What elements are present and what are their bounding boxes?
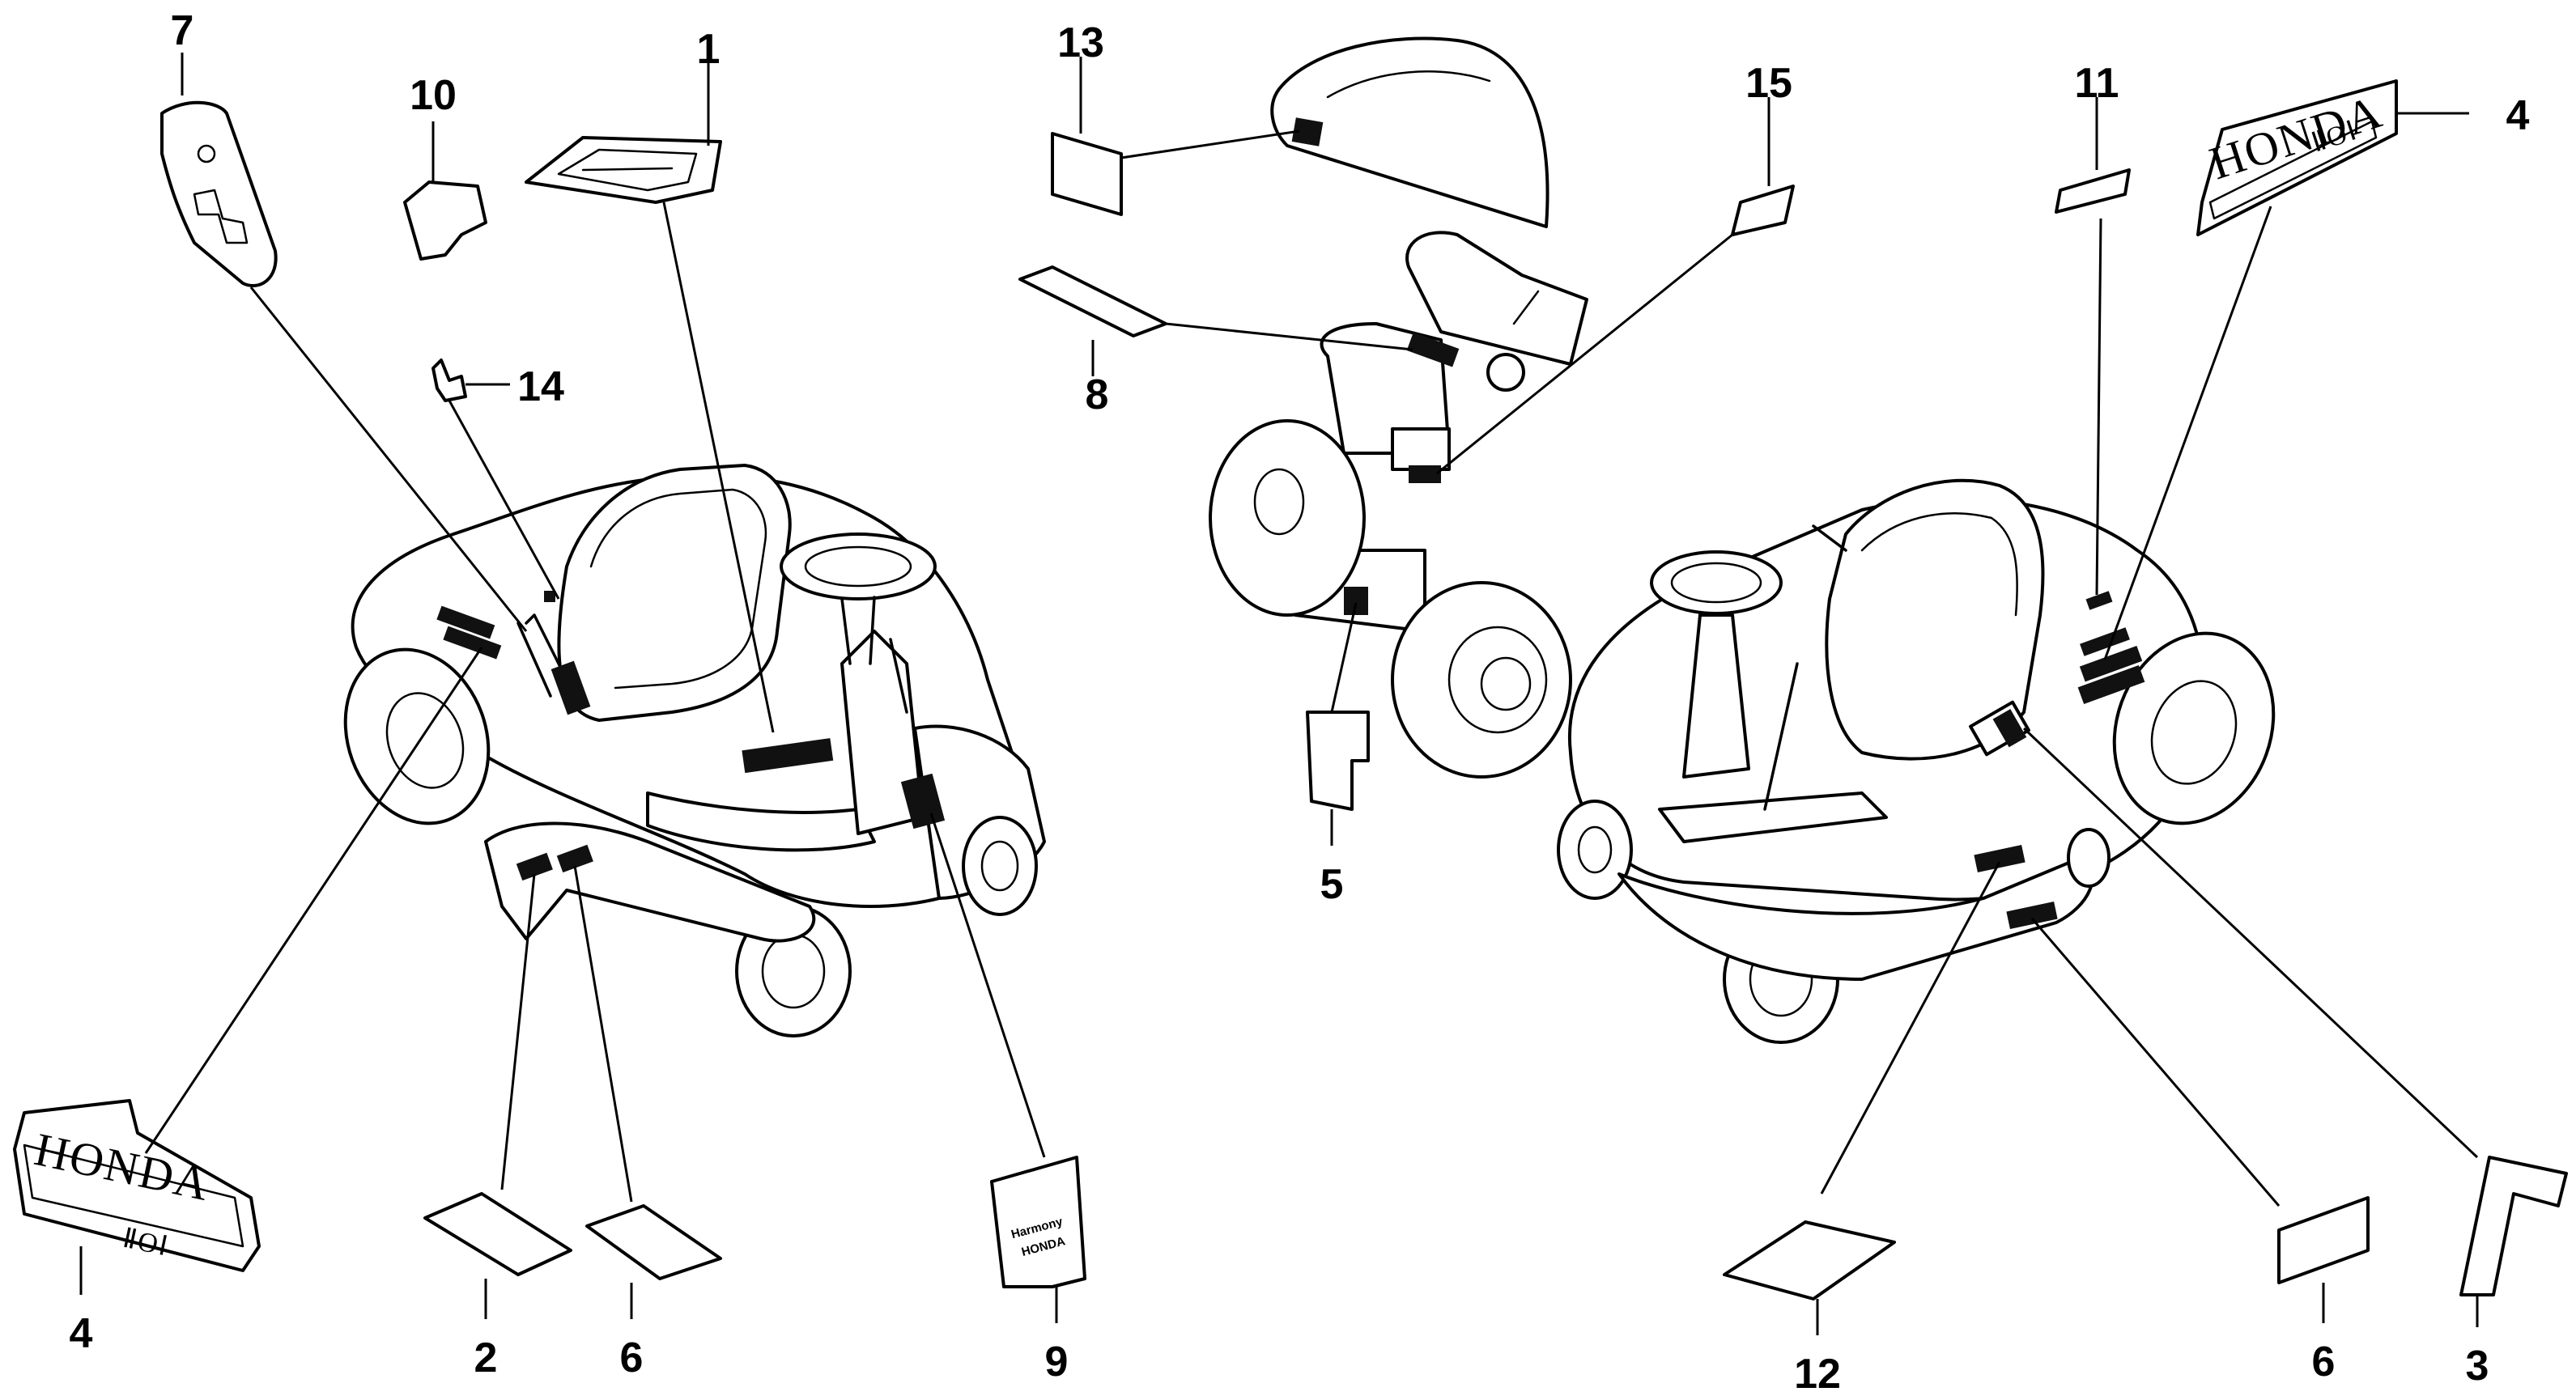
- part-12-decal: [1723, 1220, 1896, 1301]
- callout-8: 8: [1086, 371, 1109, 418]
- part-2-decal: [423, 1192, 572, 1276]
- part-15-decal: [1731, 185, 1795, 236]
- mower-front-view: [1209, 36, 1588, 779]
- part-4-honda-badge-left: HONDA ⅡOⅠ: [13, 1099, 261, 1272]
- callout-14: 14: [517, 363, 564, 410]
- part-5-decal: [1306, 711, 1370, 811]
- part-6-decal-right: [2277, 1196, 2370, 1284]
- part-3-decal: [2459, 1156, 2568, 1296]
- part-1-decal: [525, 136, 722, 204]
- part-6-decal-left: [585, 1204, 722, 1280]
- part-8-decal: [1018, 265, 1167, 337]
- callout-3: 3: [2466, 1343, 2489, 1390]
- part-11-decal: [2055, 168, 2131, 214]
- callout-6-left: 6: [620, 1334, 644, 1381]
- callout-4-left: 4: [70, 1310, 93, 1357]
- part-9-decal: Harmony HONDA: [990, 1156, 1086, 1288]
- leader-lines: [79, 53, 2479, 1335]
- part-7-decal: [160, 100, 278, 288]
- callout-2: 2: [474, 1334, 498, 1381]
- callout-5: 5: [1320, 861, 1344, 908]
- callout-10: 10: [410, 72, 457, 119]
- callout-13: 13: [1057, 19, 1104, 66]
- part-13-decal: [1051, 132, 1123, 216]
- part-4-honda-badge-right: HONDA ⅡOⅠ: [2196, 79, 2398, 236]
- part-10-decal: [403, 180, 487, 261]
- callout-4-right: 4: [2506, 92, 2530, 139]
- callout-7: 7: [171, 7, 194, 54]
- callout-1: 1: [697, 26, 721, 73]
- callout-15: 15: [1745, 60, 1792, 107]
- callout-9: 9: [1045, 1339, 1069, 1385]
- callout-11: 11: [2075, 60, 2119, 107]
- callout-6-right: 6: [2312, 1339, 2336, 1385]
- callout-numbers: 7 10 1 14 13 8 15 11 4 5 4 2 6 9 12 6 3: [70, 7, 2530, 1396]
- mower-left-view: [343, 464, 1046, 1037]
- mower-right-view: [1557, 478, 2276, 1044]
- part-14-decal: [431, 359, 467, 402]
- callout-12: 12: [1794, 1351, 1841, 1396]
